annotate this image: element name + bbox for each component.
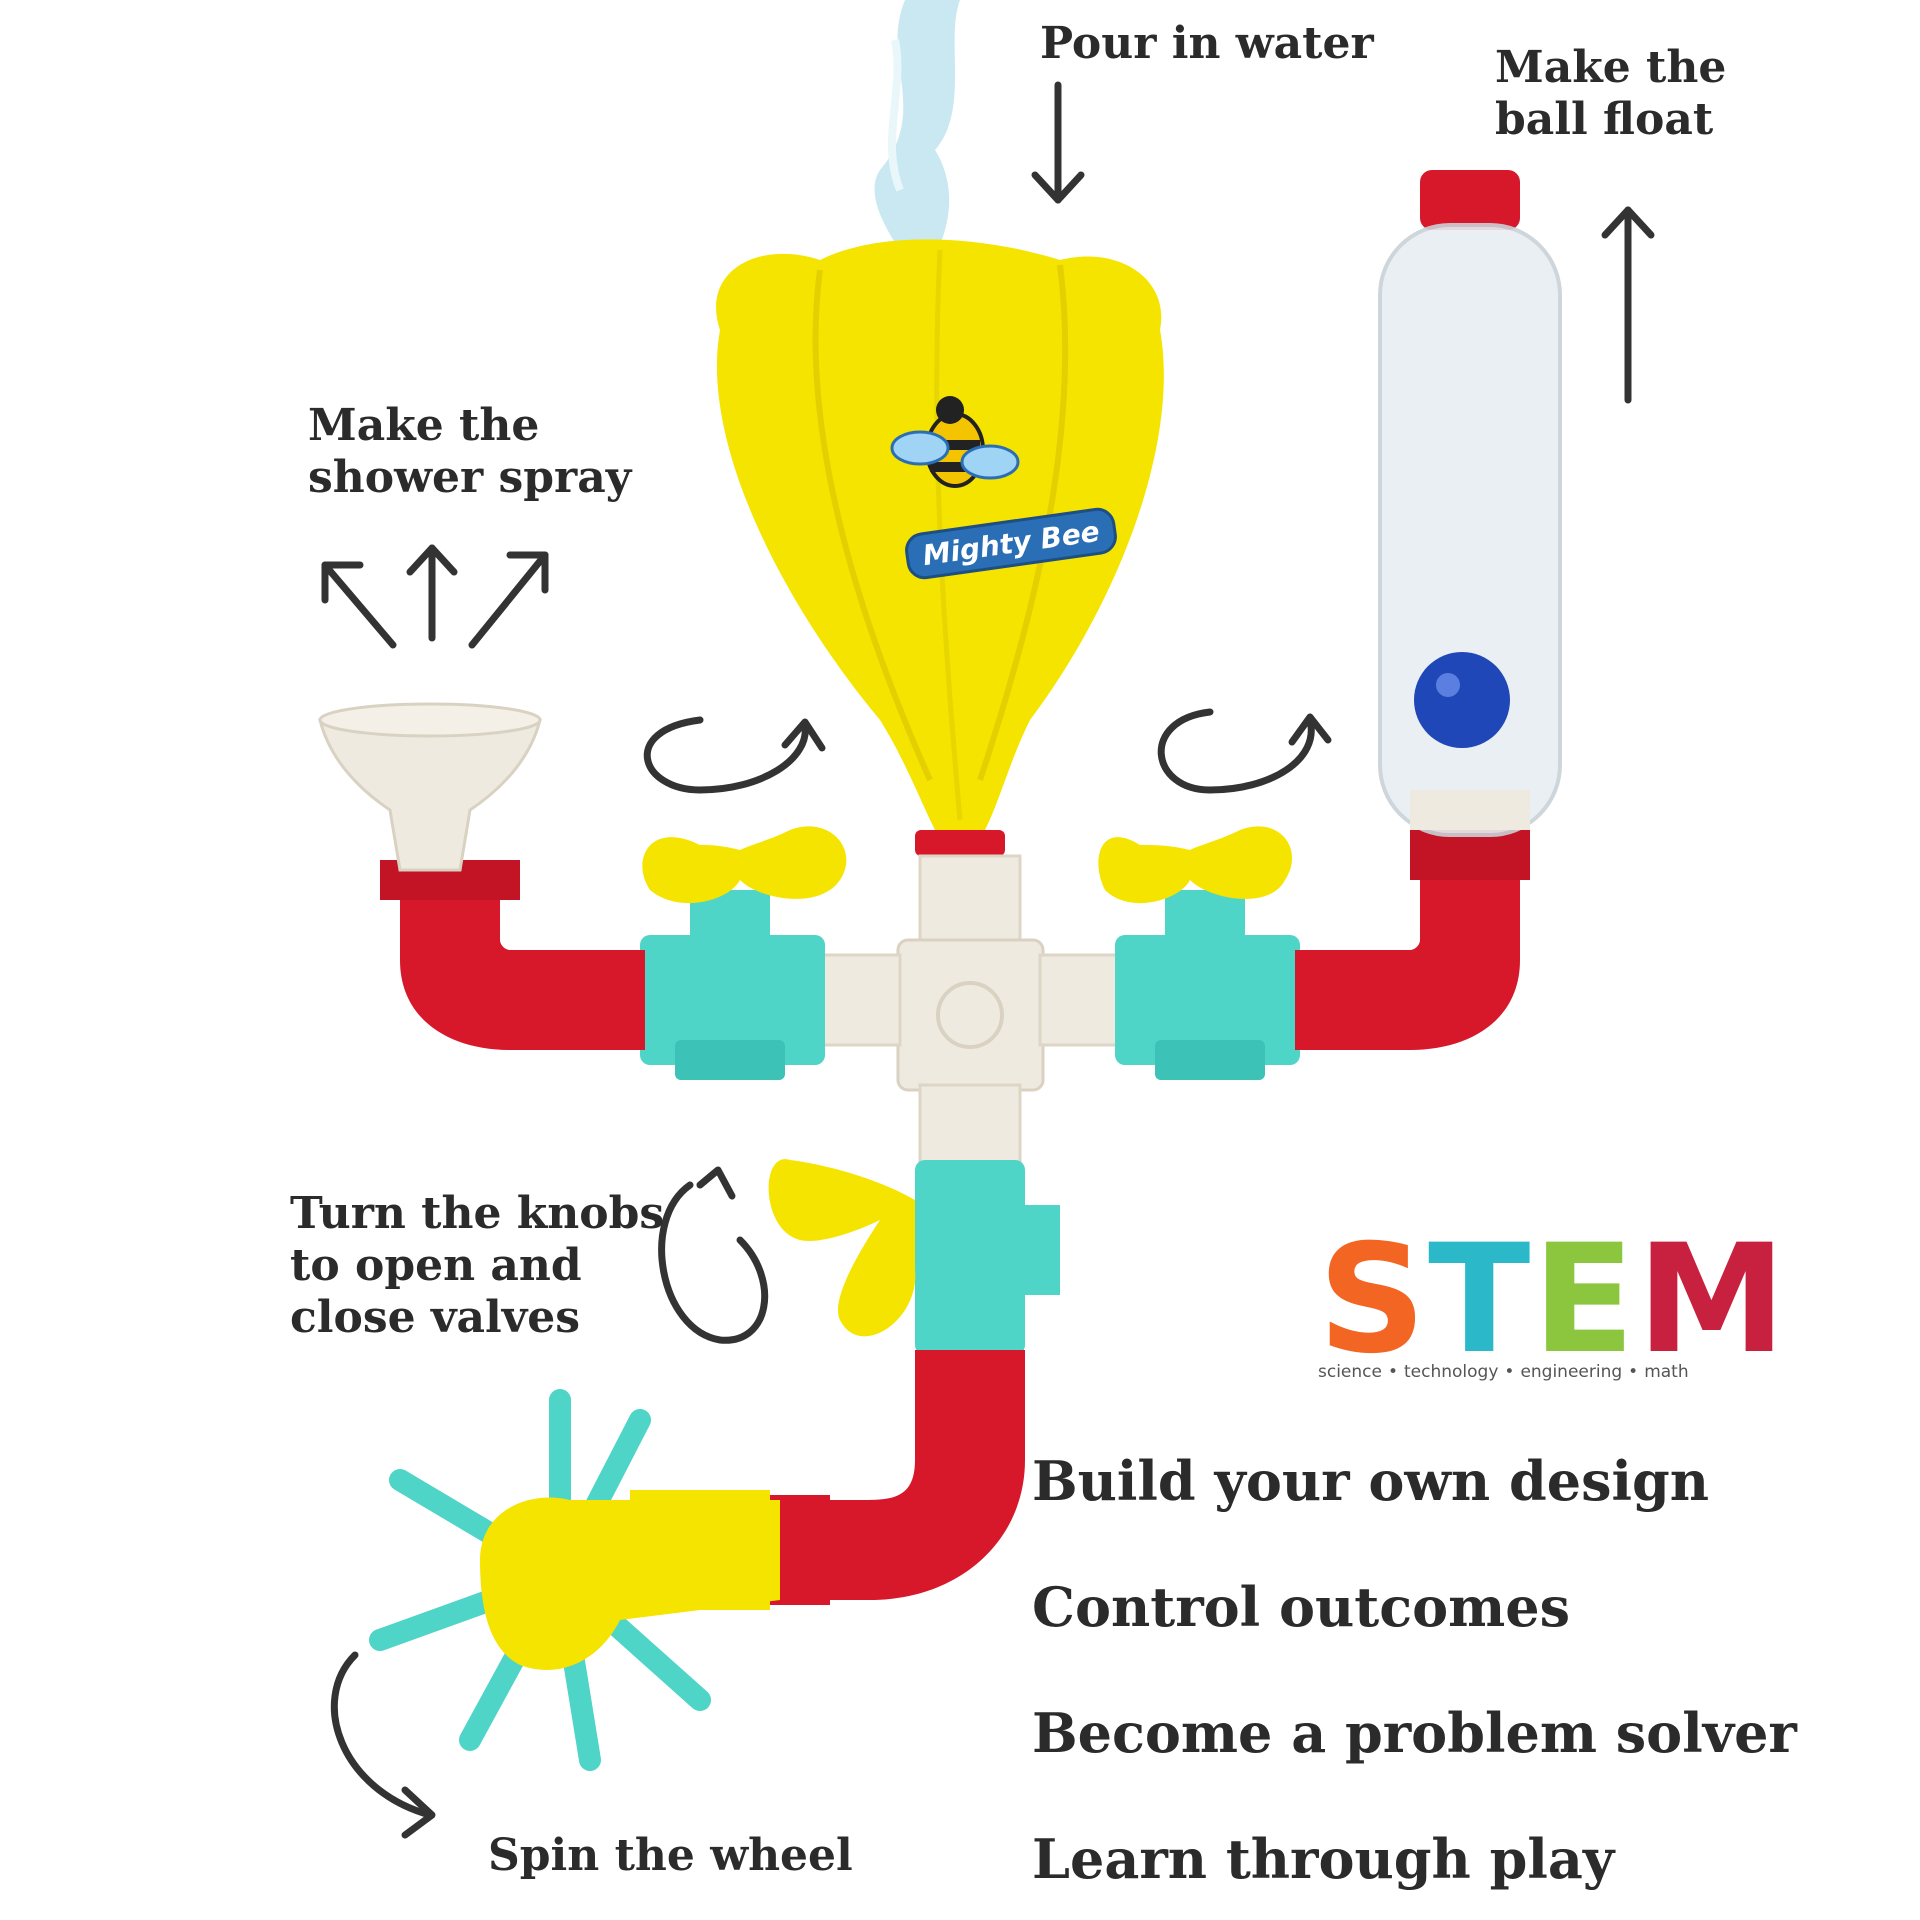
right-pipe	[1038, 820, 1530, 1080]
shower-head	[318, 702, 542, 872]
label-line: Make the	[1495, 42, 1727, 93]
stem-word: science	[1318, 1362, 1382, 1382]
label-make-ball-float: Make the ball float	[1495, 42, 1726, 146]
water-wheel	[369, 1389, 780, 1771]
benefit-item: Become a problem solver	[1032, 1701, 1797, 1765]
stem-letter: E	[1532, 1213, 1637, 1387]
rotate-arrow-icon	[330, 708, 1332, 1839]
stem-letter: T	[1428, 1213, 1533, 1387]
label-make-shower-spray: Make the shower spray	[308, 400, 631, 504]
center-connector-top	[918, 854, 1022, 948]
left-pipe	[380, 826, 902, 1080]
stem-letter: S	[1318, 1213, 1429, 1387]
label-line: shower spray	[308, 451, 632, 503]
stem-logo: STEM	[1318, 1225, 1788, 1375]
bee-logo-icon	[890, 396, 1020, 488]
stem-letter: M	[1636, 1213, 1789, 1387]
stem-word: math	[1644, 1362, 1689, 1382]
benefit-item: Build your own design	[1032, 1449, 1710, 1513]
arrow-up-icon	[1601, 206, 1655, 404]
label-line: to open and	[290, 1239, 582, 1291]
stem-subtitle: science•technology•engineering•math	[1318, 1362, 1689, 1382]
water-splash	[874, 0, 960, 280]
label-spin-wheel: Spin the wheel	[488, 1830, 853, 1881]
label-line: Make the	[308, 400, 540, 451]
label-line: ball float	[1495, 93, 1714, 145]
stem-word: engineering	[1520, 1362, 1623, 1382]
benefit-item: Control outcomes	[1032, 1575, 1570, 1639]
float-tube	[1378, 170, 1562, 837]
label-line: Turn the knobs	[290, 1188, 665, 1239]
center-connector-bottom	[918, 1083, 1022, 1167]
label-pour-in-water: Pour in water	[1040, 18, 1374, 69]
bottom-valve	[760, 1159, 1060, 1605]
label-turn-knobs: Turn the knobs to open and close valves	[290, 1188, 664, 1344]
stem-word: technology	[1404, 1362, 1499, 1382]
label-line: close valves	[290, 1291, 581, 1343]
arrow-down-icon	[1031, 81, 1085, 204]
shower-spray-arrows-icon	[321, 544, 549, 649]
center-cross-connector	[896, 938, 1045, 1092]
benefit-item: Learn through play	[1032, 1827, 1615, 1891]
